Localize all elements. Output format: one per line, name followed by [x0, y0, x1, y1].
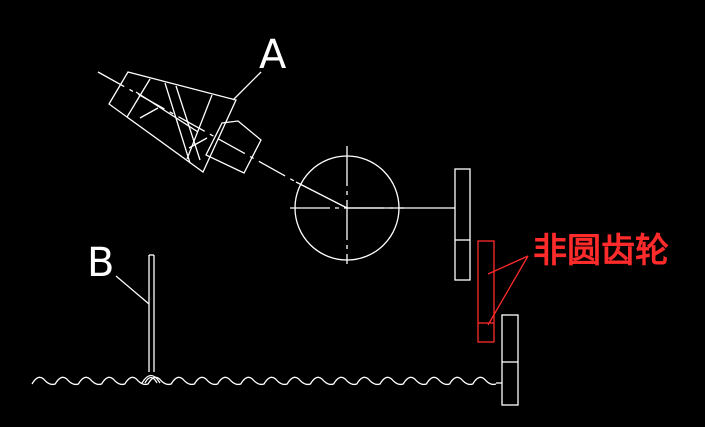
wheel-radius — [295, 181, 348, 209]
device-a-eyepiece — [205, 120, 262, 174]
label-a: A — [259, 32, 287, 78]
label-b-leader — [115, 275, 150, 305]
label-a-leader — [232, 71, 262, 101]
probe-b — [141, 254, 161, 384]
wheel — [290, 146, 455, 264]
wavy-surface — [31, 376, 497, 386]
label-b: B — [87, 240, 114, 286]
device-a-housing — [108, 71, 237, 173]
device-a-arrow — [188, 137, 208, 149]
device-a — [108, 71, 262, 174]
probe-b-tip — [144, 376, 158, 384]
device-a-stripe — [175, 85, 201, 161]
label-non-circular-gear: 非圆齿轮 — [533, 231, 669, 271]
device-a-stripe — [126, 78, 151, 118]
lower-gear — [501, 314, 519, 406]
device-a-stripe — [186, 94, 213, 160]
lower-gear-body — [501, 314, 519, 406]
upper-gear-body — [454, 168, 471, 281]
axis-line — [97, 71, 297, 183]
non-circular-gear-body — [477, 240, 495, 343]
probe-b-tip — [141, 374, 161, 384]
device-a-arrow — [139, 107, 159, 119]
gear-label-leader — [487, 255, 529, 275]
non-circular-gear — [477, 240, 529, 343]
device-a-stripe — [135, 91, 199, 133]
device-a-stripe — [164, 82, 191, 164]
upper-gear — [454, 168, 471, 281]
gear-label-leader — [487, 255, 529, 326]
